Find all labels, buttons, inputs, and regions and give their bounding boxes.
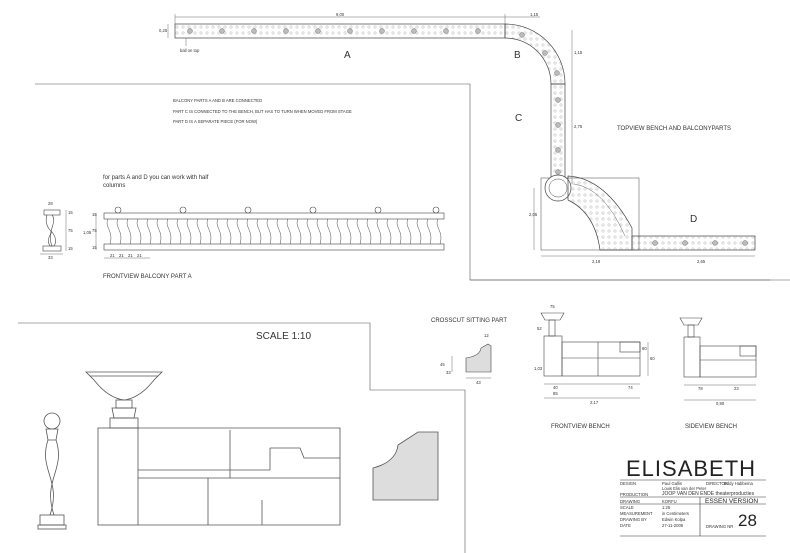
measurement-label: MEASUREMENT xyxy=(620,511,653,516)
crosscut-caption: CROSSCUT SITTING PART xyxy=(431,318,508,324)
dim-b-top: 1,15 xyxy=(530,12,539,17)
dim-col-w: 28 xyxy=(48,201,53,206)
title-block-title: ELISABETH xyxy=(626,456,757,481)
drawing-number: 28 xyxy=(738,511,757,530)
sideview-bench-elevation xyxy=(679,317,757,401)
dim-sv-w1: 78 xyxy=(698,386,703,391)
dim-balcony-h1: 15 xyxy=(92,212,97,217)
drawing-nr-label: DRAWING NR xyxy=(706,524,734,529)
designer-2: Louis Elis van der Peter xyxy=(662,486,707,491)
director-value: Eddy Habbema xyxy=(724,481,753,486)
sideview-bench-caption: SIDEVIEW BENCH xyxy=(685,424,738,430)
dim-spacing-3: 21 xyxy=(128,253,133,258)
title-block: ELISABETH DESIGN Paul Gallis DIRECTOR Ed… xyxy=(620,456,766,536)
dim-cc-w: 43 xyxy=(476,380,481,385)
measurement-value: in Centimeters xyxy=(662,511,689,516)
part-a-label: A xyxy=(344,50,351,61)
dim-fb-h3: 60 xyxy=(650,356,655,361)
dim-col-h2: 75 xyxy=(68,228,73,233)
part-b-label: B xyxy=(514,50,521,61)
dim-fb-base2: 85 xyxy=(553,391,558,396)
dim-balcony-h2: 75 xyxy=(92,228,97,233)
scale-caption: SCALE 1:10 xyxy=(256,331,312,342)
dim-c-length: 2,75 xyxy=(574,124,583,129)
dim-sv-width: 0,90 xyxy=(716,401,725,406)
dim-fb-width: 2,17 xyxy=(590,400,599,405)
dim-spacing-4: 21 xyxy=(137,253,142,258)
balustrade-elevation xyxy=(95,206,445,259)
frontview-bench-caption: FRONTVIEW BENCH xyxy=(551,424,610,430)
production-value: JOOP VAN DEN ENDE theaterproducties xyxy=(662,491,755,497)
dim-balcony-total: 1,05 xyxy=(83,230,92,235)
date-label: DATE xyxy=(620,523,631,528)
topview-bench xyxy=(533,174,640,257)
date-value: 27-11-2006 xyxy=(662,523,684,528)
drawing-value: KORFU xyxy=(662,499,677,504)
part-d-label: D xyxy=(690,214,698,225)
ball-on-top-note: ball on top xyxy=(180,48,200,53)
dim-sv-w2: 23 xyxy=(734,386,739,391)
director-label: DIRECTOR xyxy=(706,481,728,486)
version-label: ESSEN VERSION xyxy=(705,498,759,505)
dim-cc-h2: 33 xyxy=(446,370,451,375)
scale-label: SCALE xyxy=(620,505,634,510)
frontview-bench-elevation xyxy=(540,312,649,399)
production-label: PRODUCTION xyxy=(620,492,649,497)
crosscut-profile xyxy=(451,343,492,379)
half-columns-note-2: columns xyxy=(103,183,126,189)
dim-fb-h2: 60 xyxy=(642,346,647,351)
dim-fb-total: 1,03 xyxy=(534,366,543,371)
design-label: DESIGN xyxy=(620,481,637,486)
single-column-elevation xyxy=(40,209,67,255)
note-line-2: PART C IS CONNECTED TO THE BENCH, BUT HA… xyxy=(173,109,352,114)
frontview-balcony-caption: FRONTVIEW BALCONY PART A xyxy=(103,274,192,280)
dim-a-width: 0,25 xyxy=(159,28,168,33)
dim-spacing-2: 21 xyxy=(119,253,124,258)
dim-spacing-1: 21 xyxy=(110,253,115,258)
drawing-label: DRAWING xyxy=(620,499,641,504)
topview-part-d xyxy=(631,235,756,257)
scale-value: 1:25 xyxy=(662,505,671,510)
dim-fb-w1: 75 xyxy=(550,304,555,309)
dim-fb-base1: 40 xyxy=(553,385,558,390)
dim-b-side: 1,15 xyxy=(574,50,583,55)
dim-cc-top: 12 xyxy=(484,333,489,338)
dim-col-h1: 15 xyxy=(68,210,73,215)
design-value: Paul Gallis xyxy=(662,481,683,486)
topview-part-a xyxy=(167,14,506,46)
dim-cc-h1: 45 xyxy=(440,362,445,367)
dim-fb-h1: 52 xyxy=(537,326,542,331)
scale-detail-drawing xyxy=(37,371,439,530)
part-c-label: C xyxy=(515,113,523,124)
topview-part-c xyxy=(550,83,573,185)
note-line-3: PART D IS A SEPARATE PIECE (FOR NOW) xyxy=(173,119,258,124)
dim-d-length: 2,65 xyxy=(697,259,706,264)
note-line-1: BALCONY PARTS A AND B ARE CONNECTED xyxy=(173,98,263,103)
drawn-by-value: Edwin Kolpa xyxy=(662,517,686,522)
dim-col-base: 33 xyxy=(48,255,53,260)
topview-caption: TOPVIEW BENCH AND BALCONYPARTS xyxy=(617,126,732,132)
dim-fb-seat: 74 xyxy=(628,385,633,390)
dim-balcony-h3: 15 xyxy=(92,245,97,250)
dim-bench-width: 2,18 xyxy=(592,259,601,264)
title-block-frame xyxy=(620,479,766,537)
dim-a-length: 9,00 xyxy=(336,12,345,17)
sheet-frame-lines xyxy=(18,83,790,553)
drawn-by-label: DRAWING BY xyxy=(620,517,647,522)
dim-col-h3: 15 xyxy=(68,246,73,251)
half-columns-note-1: for parts A and D you can work with half xyxy=(103,175,209,181)
dim-bench-depth: 2,05 xyxy=(529,212,538,217)
